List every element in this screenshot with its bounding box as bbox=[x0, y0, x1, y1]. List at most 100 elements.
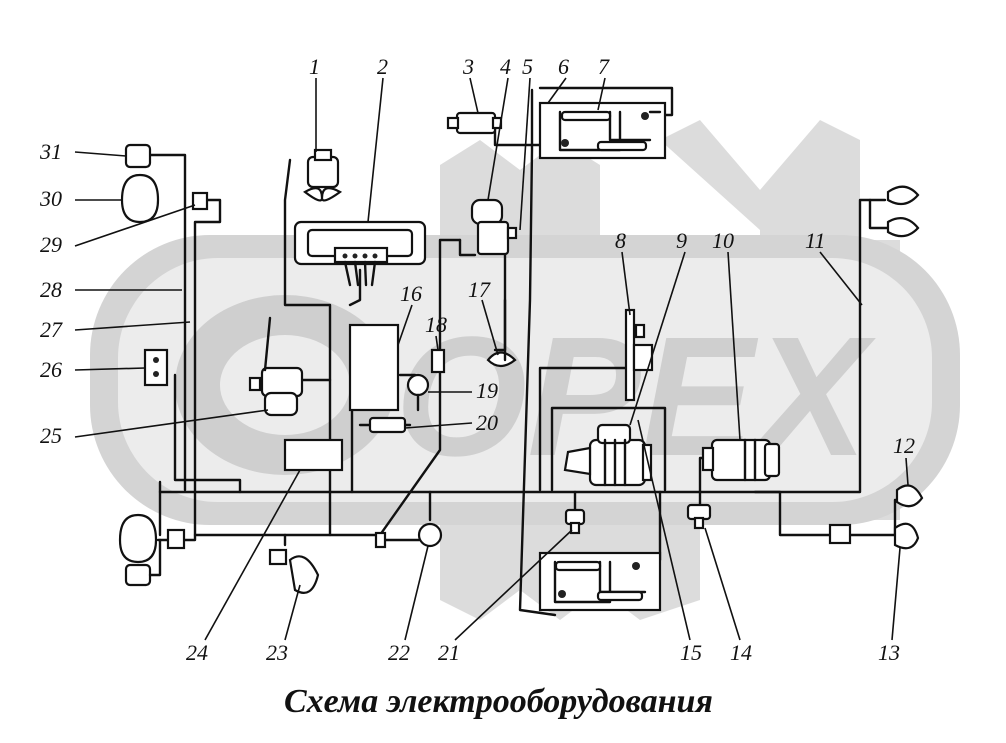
leader-13 bbox=[891, 547, 901, 641]
fuse-link bbox=[554, 560, 602, 572]
leader-20 bbox=[404, 422, 473, 429]
leader-8 bbox=[621, 251, 631, 316]
leader-15 bbox=[637, 419, 691, 641]
connector-right bbox=[828, 523, 852, 545]
fuse-link bbox=[596, 140, 648, 152]
generator-ribs bbox=[743, 438, 757, 482]
fan-blades bbox=[303, 187, 343, 202]
lamp-bottom-left-wire bbox=[148, 538, 162, 577]
leader-18 bbox=[435, 335, 439, 351]
wiper-body bbox=[260, 366, 304, 398]
component-24-relay-box bbox=[283, 438, 344, 472]
callout-27: 27 bbox=[40, 317, 63, 342]
callout-28: 28 bbox=[40, 277, 62, 302]
callout-29: 29 bbox=[40, 232, 62, 257]
sensor21-stem bbox=[569, 521, 581, 535]
component-1-heater-fan bbox=[303, 148, 343, 202]
relay-base bbox=[476, 220, 510, 256]
battery-wire bbox=[518, 88, 557, 617]
leader-14 bbox=[704, 527, 741, 641]
callout-23: 23 bbox=[266, 640, 288, 665]
leader-22 bbox=[404, 545, 429, 641]
callout-11: 11 bbox=[805, 228, 825, 253]
lamp23-housing bbox=[288, 555, 320, 594]
callout-26: 26 bbox=[40, 357, 62, 382]
callout-16: 16 bbox=[400, 281, 422, 306]
heater-wire bbox=[348, 268, 362, 307]
leader-5 bbox=[519, 77, 531, 231]
leader-lines bbox=[74, 77, 909, 641]
leader-10 bbox=[727, 251, 741, 441]
component-30-headlight bbox=[120, 173, 160, 224]
relay-body bbox=[470, 198, 504, 226]
callout-15: 15 bbox=[680, 640, 702, 665]
left-block-wire bbox=[173, 373, 242, 494]
fuse-block-dividers bbox=[558, 110, 662, 152]
callout-22: 22 bbox=[388, 640, 410, 665]
callout-7: 7 bbox=[598, 54, 610, 79]
fuse-terminal bbox=[558, 590, 566, 598]
component-9-starter bbox=[563, 423, 653, 487]
fuse-link bbox=[596, 590, 644, 602]
callout-3: 3 bbox=[462, 54, 474, 79]
left-trunk-wire bbox=[148, 153, 187, 492]
component-4-relay bbox=[470, 198, 518, 256]
callout-8: 8 bbox=[615, 228, 626, 253]
heater-pin bbox=[362, 253, 368, 259]
component-19-lamp bbox=[406, 373, 430, 412]
callout-14: 14 bbox=[730, 640, 752, 665]
leader-29 bbox=[74, 204, 196, 247]
headlight-lower bbox=[886, 217, 920, 238]
component-16-block bbox=[348, 323, 400, 412]
component-18-switch bbox=[430, 348, 446, 374]
callout-20: 20 bbox=[476, 410, 498, 435]
callout-19: 19 bbox=[476, 378, 498, 403]
component-13-lamp bbox=[893, 522, 920, 550]
connector26-body bbox=[143, 348, 169, 387]
callout-18: 18 bbox=[425, 312, 447, 337]
component-2-heater bbox=[293, 220, 427, 287]
callout-13: 13 bbox=[878, 640, 900, 665]
left-trunk-wire-2 bbox=[193, 198, 222, 537]
generator-pulley bbox=[701, 446, 715, 472]
component-25-wiper-motor bbox=[248, 316, 304, 417]
starter-end bbox=[641, 443, 653, 482]
heater-pin bbox=[352, 253, 358, 259]
callout-12: 12 bbox=[893, 433, 915, 458]
fuse-terminal bbox=[561, 139, 569, 147]
signal-plug bbox=[374, 531, 387, 549]
component-14-sensor bbox=[686, 503, 712, 530]
component-22-signal bbox=[374, 522, 443, 549]
heater-leads bbox=[343, 260, 377, 287]
wiper-arm bbox=[263, 316, 272, 372]
leader-17 bbox=[481, 299, 499, 356]
wiper-terminal bbox=[248, 376, 262, 392]
callout-5: 5 bbox=[522, 54, 533, 79]
leader-12 bbox=[905, 457, 909, 486]
callout-31: 31 bbox=[39, 139, 62, 164]
component-12-lamp bbox=[895, 484, 924, 508]
callout-10: 10 bbox=[712, 228, 734, 253]
fuse-terminal bbox=[641, 112, 649, 120]
component-3-sensor bbox=[446, 111, 503, 135]
component-29-connector bbox=[191, 191, 209, 211]
fan-motor-body bbox=[306, 155, 340, 189]
leader-7 bbox=[597, 77, 606, 111]
diagram-title: Схема электрооборудования bbox=[284, 683, 713, 720]
signal-body bbox=[417, 522, 443, 548]
marker-lamp-bottom-left bbox=[124, 563, 152, 587]
callout-labels: 1 2 3 4 5 6 7 8 9 10 11 12 13 14 15 16 1… bbox=[39, 54, 915, 665]
components bbox=[118, 101, 924, 612]
fuse-link bbox=[560, 110, 612, 122]
fan-motor-cap bbox=[313, 148, 333, 162]
leader-21 bbox=[454, 529, 573, 641]
component-31-lamp bbox=[124, 143, 152, 169]
component-26-connector bbox=[143, 348, 169, 387]
leader-4 bbox=[487, 77, 509, 201]
component-17-lamp bbox=[486, 298, 517, 368]
generator-body bbox=[710, 438, 772, 482]
leader-23 bbox=[284, 584, 301, 641]
leader-27 bbox=[74, 321, 191, 331]
leader-2 bbox=[367, 77, 384, 223]
